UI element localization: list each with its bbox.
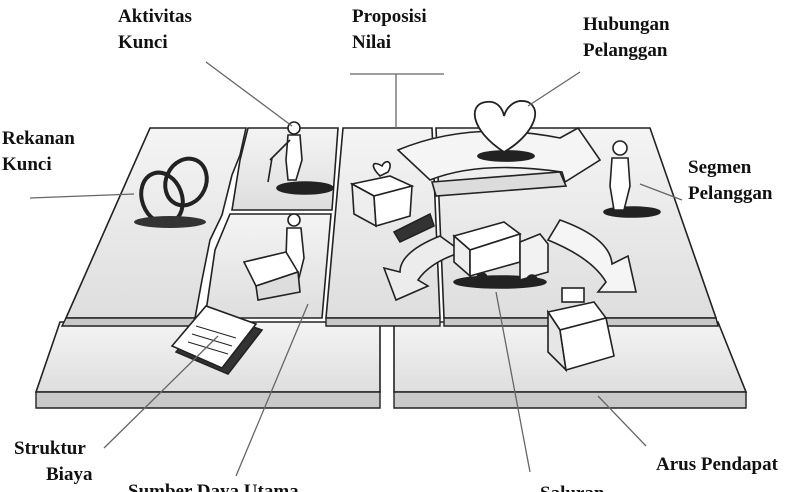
label-rekanan-kunci-line1: Rekanan bbox=[2, 126, 75, 152]
label-segmen-pelanggan: Segmen Pelanggan bbox=[688, 155, 772, 207]
label-segmen-pelanggan-line2: Pelanggan bbox=[688, 181, 772, 207]
label-proposisi-nilai: Proposisi Nilai bbox=[352, 4, 427, 56]
label-proposisi-nilai-line1: Proposisi bbox=[352, 4, 427, 30]
label-hubungan-pelanggan-line1: Hubungan bbox=[583, 12, 670, 38]
label-sumber-daya-utama-text: Sumber Daya Utama bbox=[128, 478, 299, 492]
label-struktur-biaya: Struktur Biaya bbox=[14, 436, 92, 488]
label-proposisi-nilai-line2: Nilai bbox=[352, 30, 427, 56]
label-aktivitas-kunci: Aktivitas Kunci bbox=[118, 4, 192, 50]
label-saluran-text: Saluran bbox=[540, 480, 604, 492]
label-rekanan-kunci-line2: Kunci bbox=[2, 152, 75, 178]
label-hubungan-pelanggan: Hubungan Pelanggan bbox=[583, 12, 670, 64]
label-arus-pendapatan-text: Arus Pendapat bbox=[656, 452, 778, 478]
label-aktivitas-kunci-line2: Kunci bbox=[118, 30, 192, 50]
label-sumber-daya-utama: Sumber Daya Utama bbox=[128, 478, 299, 492]
tile-key-activities bbox=[232, 128, 338, 210]
label-hubungan-pelanggan-line2: Pelanggan bbox=[583, 38, 670, 64]
label-struktur-biaya-line2: Biaya bbox=[14, 462, 92, 488]
label-aktivitas-kunci-line1: Aktivitas bbox=[118, 4, 192, 30]
label-arus-pendapatan: Arus Pendapat bbox=[656, 452, 778, 478]
label-struktur-biaya-line1: Struktur bbox=[14, 436, 92, 462]
label-segmen-pelanggan-line1: Segmen bbox=[688, 155, 772, 181]
label-rekanan-kunci: Rekanan Kunci bbox=[2, 126, 75, 178]
canvas-board bbox=[36, 128, 746, 392]
label-saluran: Saluran bbox=[540, 480, 604, 492]
